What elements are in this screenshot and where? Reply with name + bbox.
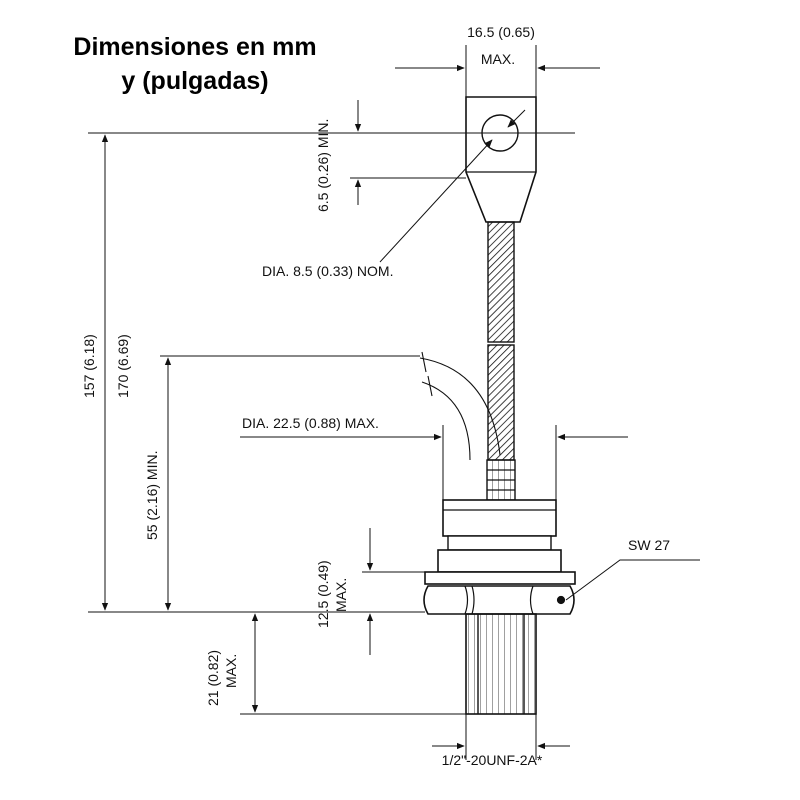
diode-body: [437, 499, 562, 573]
bend-55-label: 55 (2.16) MIN.: [144, 451, 160, 540]
eye-dia-label: DIA. 8.5 (0.33) NOM.: [262, 263, 393, 279]
bend-arcs: [419, 351, 501, 461]
eye-height-label: 6.5 (0.26) MIN.: [315, 119, 331, 212]
body-dia-label: DIA. 22.5 (0.88) MAX.: [242, 415, 379, 431]
flexible-cable: [487, 221, 515, 461]
title-line-2: y (pulgadas): [121, 67, 269, 95]
dimension-labels: 16.5 (0.65) MAX. 6.5 (0.26) MIN. DIA. 8.…: [81, 24, 670, 768]
top-width-note: MAX.: [481, 51, 515, 67]
top-width-value: 16.5 (0.65): [467, 24, 535, 40]
nut-height-note: MAX.: [333, 578, 349, 612]
thread-len-value: 21 (0.82): [205, 650, 221, 706]
total-170-label: 170 (6.69): [115, 334, 131, 398]
cable-lug: [465, 96, 537, 223]
total-157-label: 157 (6.18): [81, 334, 97, 398]
thread-len-note: MAX.: [223, 654, 239, 688]
thread-spec-label: 1/2"-20UNF-2A*: [442, 752, 543, 768]
crimp-ferrule: [486, 459, 516, 501]
hex-nut: [423, 571, 576, 615]
figure-title: Dimensiones en mm y (pulgadas): [30, 30, 360, 98]
title-line-1: Dimensiones en mm: [73, 33, 317, 61]
sw-label: SW 27: [628, 537, 670, 553]
threaded-stud: [465, 613, 537, 715]
dimension-lines: [88, 45, 700, 760]
nut-height-value: 12.5 (0.49): [315, 560, 331, 628]
